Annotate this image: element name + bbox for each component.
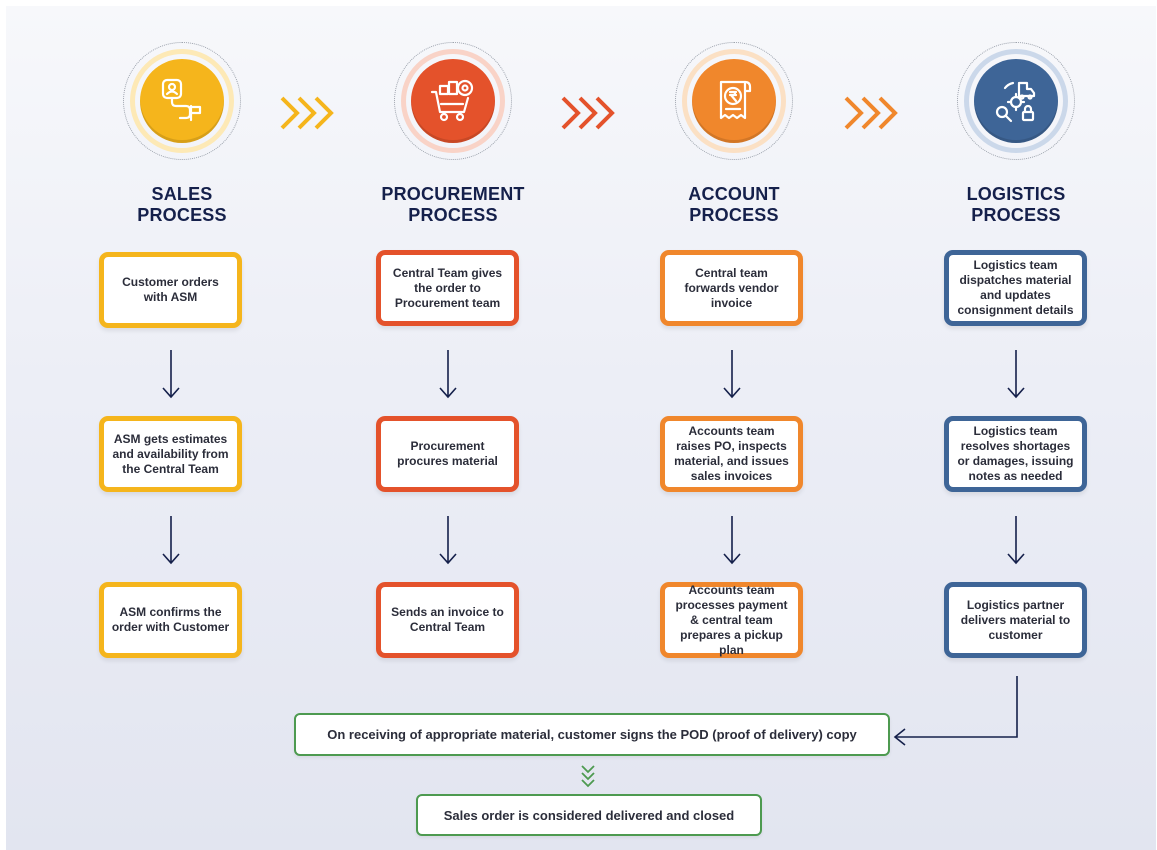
account-step-1: Central team forwards vendor invoice xyxy=(660,250,803,326)
process-flow-diagram: SALES PROCESS Customer orders with ASM A… xyxy=(6,6,1156,850)
account-process-column: ACCOUNT PROCESS Central team forwards ve… xyxy=(634,6,834,686)
account-icon-badge xyxy=(675,42,793,160)
chevron-right-icon xyxy=(844,96,898,130)
down-arrow-icon xyxy=(723,350,741,399)
rupee-invoice-icon xyxy=(719,80,752,120)
sales-step-3: ASM confirms the order with Customer xyxy=(99,582,242,658)
order-closed-box: Sales order is considered delivered and … xyxy=(416,794,762,836)
title-line-1: PROCUREMENT xyxy=(381,184,525,204)
procurement-step-3: Sends an invoice to Central Team xyxy=(376,582,519,658)
title-line-1: ACCOUNT xyxy=(688,184,780,204)
sales-step-2: ASM gets estimates and availability from… xyxy=(99,416,242,492)
procurement-process-title: PROCUREMENT PROCESS xyxy=(353,184,553,226)
sales-step-1: Customer orders with ASM xyxy=(99,252,242,328)
double-chevron-down-icon xyxy=(581,765,595,788)
logistics-step-3: Logistics partner delivers material to c… xyxy=(944,582,1087,658)
procurement-process-column: PROCUREMENT PROCESS Central Team gives t… xyxy=(353,6,553,686)
logistics-process-column: LOGISTICS PROCESS Logistics team dispatc… xyxy=(916,6,1116,686)
sales-process-title: SALES PROCESS xyxy=(82,184,282,226)
down-arrow-icon xyxy=(1007,350,1025,399)
chevron-right-icon xyxy=(561,96,615,130)
account-step-2: Accounts team raises PO, inspects materi… xyxy=(660,416,803,492)
shopping-cart-icon xyxy=(430,79,474,122)
down-arrow-icon xyxy=(162,350,180,399)
sales-process-column: SALES PROCESS Customer orders with ASM A… xyxy=(82,6,282,686)
account-process-title: ACCOUNT PROCESS xyxy=(634,184,834,226)
procurement-step-2: Procurement procures material xyxy=(376,416,519,492)
title-line-1: SALES xyxy=(151,184,213,204)
title-line-2: PROCESS xyxy=(137,205,227,225)
title-line-1: LOGISTICS xyxy=(966,184,1066,204)
elbow-arrow-icon xyxy=(893,676,1018,746)
down-arrow-icon xyxy=(723,516,741,565)
account-step-3: Accounts team processes payment & centra… xyxy=(660,582,803,658)
logistics-step-1: Logistics team dispatches material and u… xyxy=(944,250,1087,326)
procurement-step-1: Central Team gives the order to Procurem… xyxy=(376,250,519,326)
down-arrow-icon xyxy=(1007,516,1025,565)
logistics-gear-icon xyxy=(995,81,1036,123)
down-arrow-icon xyxy=(439,516,457,565)
title-line-2: PROCESS xyxy=(408,205,498,225)
logistics-step-2: Logistics team resolves shortages or dam… xyxy=(944,416,1087,492)
route-person-icon xyxy=(161,78,202,122)
pod-step-box: On receiving of appropriate material, cu… xyxy=(294,713,890,756)
logistics-icon-badge xyxy=(957,42,1075,160)
procurement-icon-badge xyxy=(394,42,512,160)
title-line-2: PROCESS xyxy=(971,205,1061,225)
down-arrow-icon xyxy=(162,516,180,565)
sales-icon-badge xyxy=(123,42,241,160)
title-line-2: PROCESS xyxy=(689,205,779,225)
logistics-process-title: LOGISTICS PROCESS xyxy=(916,184,1116,226)
chevron-right-icon xyxy=(280,96,334,130)
down-arrow-icon xyxy=(439,350,457,399)
